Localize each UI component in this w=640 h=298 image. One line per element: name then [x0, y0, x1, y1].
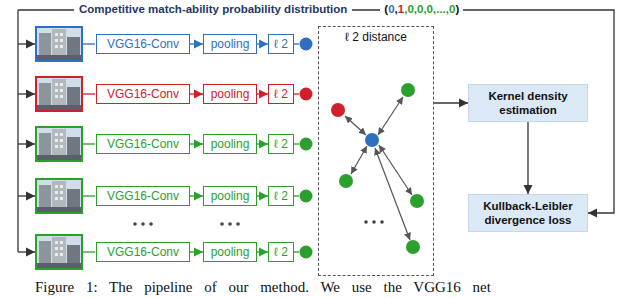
input-arrow [82, 93, 95, 94]
input-arrow [18, 195, 35, 196]
node-text: ℓ 2 [274, 245, 288, 259]
feature-dot [300, 138, 313, 151]
node-text: VGG16-Conv [107, 87, 179, 101]
input-arrow [18, 251, 35, 252]
feedback-line [18, 10, 614, 213]
normalize-box: ℓ 2 [268, 186, 294, 206]
input-arrow [18, 143, 35, 144]
label-group: Competitive match-ability probability di… [74, 3, 463, 15]
node-text: ℓ 2 distance [345, 30, 407, 44]
node-text: VGG16-Conv [107, 137, 179, 151]
input-arrow [82, 195, 95, 196]
pooling-box: pooling [203, 84, 257, 104]
feature-dot [300, 190, 313, 203]
feature-dot [410, 194, 424, 208]
feature-dot [406, 240, 420, 254]
feature-dot [401, 83, 415, 97]
flow-arrow [257, 251, 268, 252]
line-label: Competitive match-ability probability di… [74, 3, 352, 15]
input-arrow [82, 251, 95, 252]
feature-link [294, 251, 299, 252]
ellipsis [133, 222, 240, 226]
normalize-box: ℓ 2 [268, 242, 294, 262]
node-text: pooling [211, 245, 250, 259]
node-text: VGG16-Conv [107, 37, 179, 51]
photo-frame [36, 27, 82, 61]
node-text: ℓ 2 [274, 87, 288, 101]
flow-arrow [257, 143, 268, 144]
feature-dot [365, 133, 379, 147]
flow-arrow [190, 143, 203, 144]
figure-caption: Figure 1: The pipeline of our method. We… [35, 279, 491, 296]
feature-link [294, 143, 299, 144]
photo-frame [36, 127, 82, 161]
conv-box: VGG16-Conv [96, 186, 190, 206]
photo [36, 77, 82, 111]
photo-frame [36, 235, 82, 269]
process-box: Kernel density estimation [468, 84, 588, 122]
conv-box: VGG16-Conv [96, 134, 190, 154]
node-text: ℓ 2 [274, 137, 288, 151]
node-text: pooling [211, 87, 250, 101]
node-text: pooling [211, 137, 250, 151]
node-text: VGG16-Conv [107, 245, 179, 259]
photo [36, 27, 82, 61]
photo [36, 127, 82, 161]
distribution-value: ( [380, 3, 388, 15]
flow-arrow [190, 195, 203, 196]
input-arrow [18, 43, 35, 44]
ellipsis [364, 220, 384, 224]
flow-arrow [190, 93, 203, 94]
node-text: pooling [211, 37, 250, 51]
photo-frame [36, 77, 82, 111]
flow-arrow [527, 122, 528, 194]
flow-arrow [434, 102, 468, 103]
flow-arrow [257, 195, 268, 196]
distribution-value: ,0,0,0,...,0 [404, 3, 455, 15]
pooling-box: pooling [203, 134, 257, 154]
pooling-box: pooling [203, 34, 257, 54]
feature-link [294, 195, 299, 196]
loss-box: Kullback-Leibler divergence loss [468, 194, 588, 232]
node-text: Kernel density estimation [474, 89, 582, 118]
distribution-value: ) [455, 3, 463, 15]
photo [36, 235, 82, 269]
feature-dot [300, 246, 313, 259]
flow-arrow [257, 93, 268, 94]
feature-link [294, 93, 299, 94]
pooling-box: pooling [203, 242, 257, 262]
normalize-box: ℓ 2 [268, 34, 294, 54]
normalize-box: ℓ 2 [268, 134, 294, 154]
feature-link [294, 43, 299, 44]
input-arrow [82, 43, 95, 44]
node-text: VGG16-Conv [107, 189, 179, 203]
flow-arrow [190, 43, 203, 44]
conv-box: VGG16-Conv [96, 84, 190, 104]
pooling-box: pooling [203, 186, 257, 206]
node-text: Kullback-Leibler divergence loss [474, 199, 582, 228]
distance-region: ℓ 2 distance [318, 26, 434, 276]
feedback-line [17, 10, 18, 252]
conv-box: VGG16-Conv [96, 34, 190, 54]
flow-arrow [190, 251, 203, 252]
photo [36, 179, 82, 213]
feature-dot [339, 174, 353, 188]
feature-dot [300, 88, 313, 101]
normalize-box: ℓ 2 [268, 84, 294, 104]
node-text: ℓ 2 [274, 189, 288, 203]
node-text: pooling [211, 189, 250, 203]
photo-frame [36, 179, 82, 213]
conv-box: VGG16-Conv [96, 242, 190, 262]
flow-arrow [257, 43, 268, 44]
input-arrow [18, 93, 35, 94]
input-arrow [82, 143, 95, 144]
feature-dot [300, 38, 313, 51]
distance-arrow [345, 97, 412, 240]
node-text: ℓ 2 [274, 37, 288, 51]
feature-dot [331, 103, 345, 117]
